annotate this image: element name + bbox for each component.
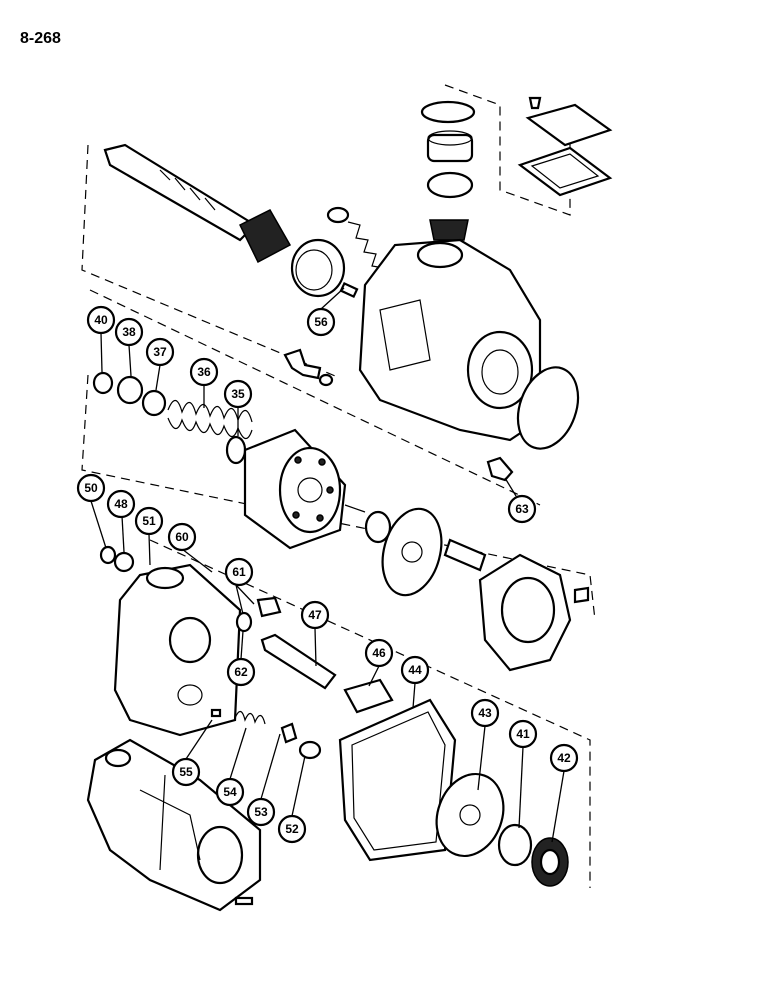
pump-housing <box>358 238 542 442</box>
cover-plate <box>525 96 613 147</box>
callout-36-label: 36 <box>197 365 211 379</box>
top-bearing-stack <box>420 100 476 241</box>
drive-shaft <box>103 143 292 264</box>
callout-37-label: 37 <box>153 345 167 359</box>
callout-55-label: 55 <box>179 765 193 779</box>
page-number: 8-268 <box>20 30 61 47</box>
callout-41-label: 41 <box>516 727 530 741</box>
callout-47-label: 47 <box>308 608 322 622</box>
callout-60: 60 <box>167 522 197 552</box>
callout-35: 35 <box>223 379 253 409</box>
control-shaft <box>260 633 337 690</box>
callout-42: 42 <box>549 743 579 773</box>
callout-48-label: 48 <box>114 497 128 511</box>
callout-35-label: 35 <box>231 387 245 401</box>
assembled-pump-inset <box>86 738 262 912</box>
callout-51-label: 51 <box>142 514 156 528</box>
shoe-plate <box>344 504 443 597</box>
callout-38-label: 38 <box>122 325 136 339</box>
callout-44-label: 44 <box>408 663 422 677</box>
plug-61 <box>235 596 282 633</box>
callout-46-label: 46 <box>372 646 386 660</box>
callout-36: 36 <box>189 357 219 387</box>
callout-60-label: 60 <box>175 530 189 544</box>
callout-53: 53 <box>246 797 276 827</box>
callout-54-label: 54 <box>223 785 237 799</box>
callout-50: 50 <box>76 473 106 503</box>
callout-61-label: 61 <box>232 565 246 579</box>
callout-40-label: 40 <box>94 313 108 327</box>
cap-screw-63 <box>486 456 514 482</box>
callout-54: 54 <box>215 777 245 807</box>
callout-56: 56 <box>306 307 336 337</box>
callout-41: 41 <box>508 719 538 749</box>
cover-gasket <box>517 146 613 197</box>
callout-44: 44 <box>400 655 430 685</box>
bearing-cup-41 <box>497 823 533 867</box>
callout-55: 55 <box>171 757 201 787</box>
callout-63: 63 <box>507 494 537 524</box>
callout-62-label: 62 <box>234 665 248 679</box>
gasket-44 <box>338 698 457 862</box>
callout-50-label: 50 <box>84 481 98 495</box>
callout-37: 37 <box>145 337 175 367</box>
dowel-pin <box>339 281 359 299</box>
small-seals <box>99 545 135 573</box>
callout-43-label: 43 <box>478 706 492 720</box>
callout-48: 48 <box>106 489 136 519</box>
leader-lines <box>90 287 565 843</box>
relief-spring <box>326 206 385 269</box>
port-plate-43 <box>435 772 505 858</box>
callout-38: 38 <box>114 317 144 347</box>
end-cover <box>113 563 242 737</box>
callout-43: 43 <box>470 698 500 728</box>
valve-spring-assembly <box>210 708 322 760</box>
callout-40: 40 <box>86 305 116 335</box>
housing-bolt <box>283 348 334 387</box>
callout-51: 51 <box>134 506 164 536</box>
retaining-rings <box>92 371 167 417</box>
callout-42-label: 42 <box>557 751 571 765</box>
roller-bearing-42 <box>531 837 569 887</box>
callout-62: 62 <box>226 657 256 687</box>
callout-52: 52 <box>277 814 307 844</box>
callout-56-label: 56 <box>314 315 328 329</box>
callout-46: 46 <box>364 638 394 668</box>
bearing-cup <box>290 238 346 298</box>
callout-61: 61 <box>224 557 254 587</box>
swashplate <box>478 553 590 672</box>
callout-47: 47 <box>300 600 330 630</box>
pivot-pin <box>443 538 487 572</box>
spring-washer <box>225 435 247 465</box>
assembly-boundary-lines <box>81 84 596 888</box>
piston-46 <box>343 678 394 714</box>
cylinder-block <box>243 428 347 550</box>
housing-o-ring <box>516 366 580 450</box>
callout-52-label: 52 <box>285 822 299 836</box>
callout-53-label: 53 <box>254 805 268 819</box>
callout-63-label: 63 <box>515 502 529 516</box>
